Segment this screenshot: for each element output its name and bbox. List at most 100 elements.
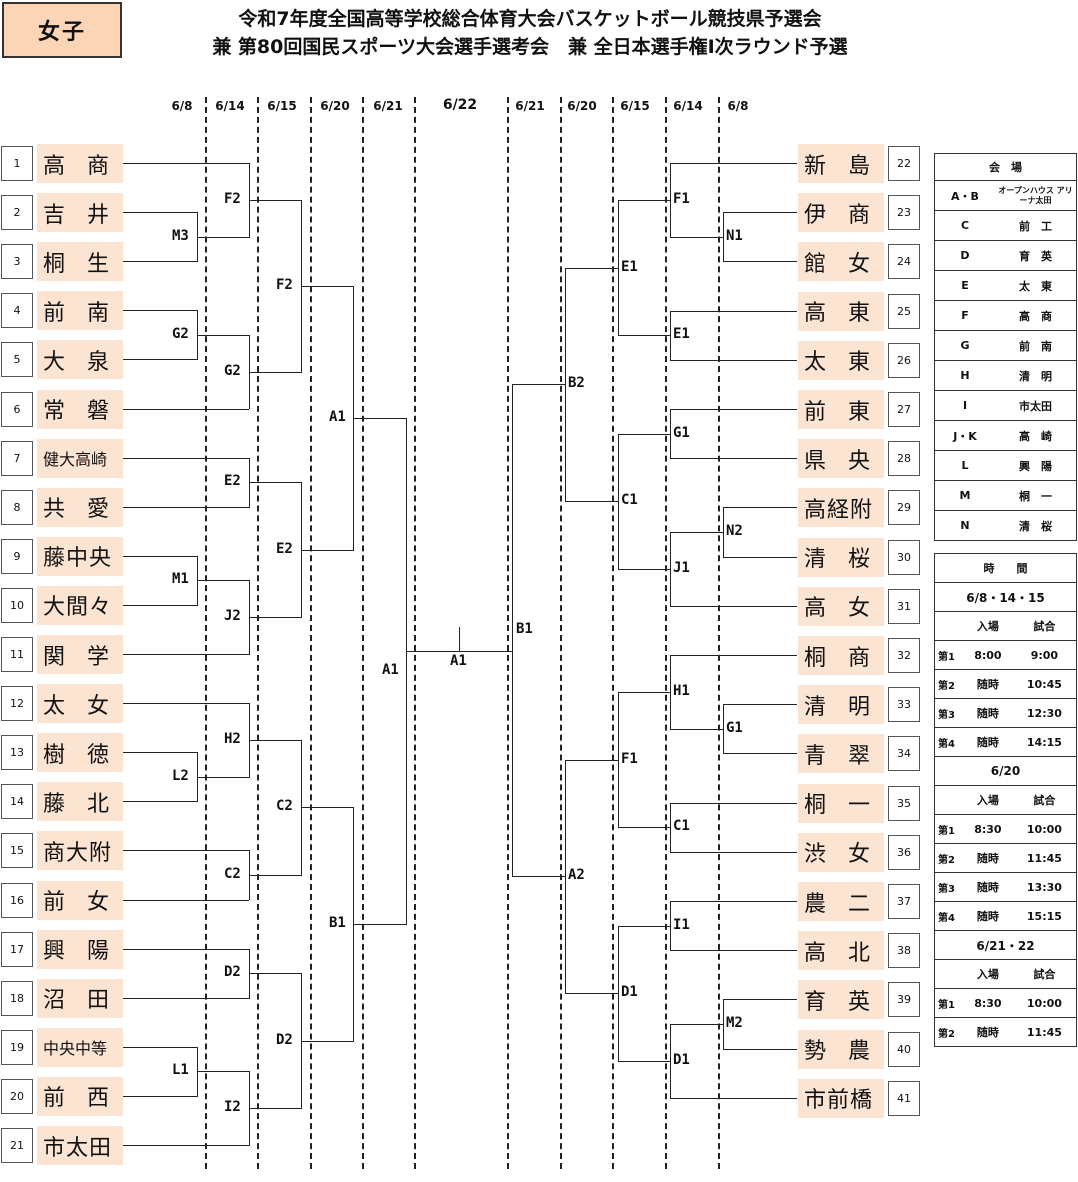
round-date: 6/20 <box>567 99 597 113</box>
entry-header: 入場 <box>963 959 1013 989</box>
team-name: 県 央 <box>798 439 884 479</box>
bracket-line <box>618 925 619 1062</box>
game-number: 第3 <box>934 872 963 902</box>
seed-number: 10 <box>1 587 33 623</box>
bracket-line <box>618 433 619 570</box>
match-label: B2 <box>568 375 585 392</box>
team-name: 高 東 <box>798 291 884 331</box>
venue-name: 太 東 <box>995 270 1077 301</box>
match-label: A1 <box>450 653 467 669</box>
bracket-line <box>123 163 249 164</box>
round-date: 6/21 <box>373 99 403 113</box>
match-label: B1 <box>516 621 533 638</box>
match-label: E2 <box>276 540 293 557</box>
round-divider <box>257 97 259 1169</box>
match-label: F2 <box>224 190 241 207</box>
seed-number: 40 <box>888 1031 920 1067</box>
bracket-line <box>249 973 301 975</box>
round-divider <box>612 97 614 1169</box>
bracket-line <box>301 285 353 287</box>
entry-time: 8:00 <box>963 640 1013 670</box>
bracket-line <box>670 409 671 460</box>
bracket-line <box>123 261 197 263</box>
match-label: C2 <box>224 865 241 882</box>
match-time: 11:45 <box>1012 843 1077 873</box>
round-divider <box>205 97 207 1169</box>
bracket-line <box>670 655 797 656</box>
round-divider <box>310 97 312 1169</box>
team-name: 大間々 <box>37 585 123 625</box>
bracket-line <box>123 801 197 803</box>
match-time: 10:45 <box>1012 669 1077 699</box>
game-number: 第1 <box>934 640 963 670</box>
team-name: 館 女 <box>798 242 884 282</box>
entry-time: 8:30 <box>963 814 1013 844</box>
bracket-line <box>459 627 460 652</box>
seed-number: 30 <box>888 539 920 575</box>
bracket-line <box>670 950 797 952</box>
bracket-line <box>565 759 566 995</box>
bracket-line <box>123 359 197 361</box>
match-label: A1 <box>382 661 399 678</box>
match-label: G2 <box>172 325 189 342</box>
venue-key: G <box>934 330 995 361</box>
seed-number: 9 <box>1 538 33 574</box>
bracket-line <box>670 409 797 410</box>
match-label: D2 <box>276 1031 293 1048</box>
team-name: 前 東 <box>798 390 884 429</box>
bracket-line <box>123 555 197 557</box>
bracket-line <box>123 212 197 214</box>
bracket-line <box>618 335 670 337</box>
match-time: 9:00 <box>1012 640 1077 670</box>
bracket-line <box>123 654 249 655</box>
seed-number: 22 <box>888 146 920 181</box>
seed-number: 38 <box>888 933 920 969</box>
seed-number: 29 <box>888 490 920 526</box>
seed-number: 18 <box>1 980 33 1016</box>
bracket-line <box>618 568 670 570</box>
bracket-line <box>723 704 797 706</box>
seed-number: 19 <box>1 1029 33 1065</box>
entry-time: 随時 <box>963 872 1013 902</box>
venue-key: A・B <box>934 180 995 211</box>
bracket-line <box>123 457 249 459</box>
match-label: G2 <box>224 362 241 379</box>
bracket-line <box>723 704 724 755</box>
bracket-line <box>670 458 797 460</box>
team-name: 清 桜 <box>798 537 884 577</box>
venue-name: オープンハウス アリーナ太田 <box>995 180 1077 211</box>
round-divider <box>414 97 416 1169</box>
bracket-line <box>670 728 723 730</box>
round-date: 6/14 <box>673 99 703 113</box>
match-label: H2 <box>224 730 241 747</box>
bracket-line <box>670 901 797 902</box>
match-label: E1 <box>621 258 638 275</box>
bracket-line <box>670 163 671 238</box>
bracket-line <box>670 1024 723 1025</box>
match-label: B1 <box>329 915 346 932</box>
entry-time: 随時 <box>963 901 1013 931</box>
match-label: J2 <box>224 608 241 625</box>
team-name: 高 北 <box>798 931 884 971</box>
team-name: 桐 生 <box>37 242 123 282</box>
match-label: F2 <box>276 276 293 293</box>
venue-key: I <box>934 390 995 421</box>
seed-number: 39 <box>888 982 920 1018</box>
seed-number: 6 <box>1 391 33 427</box>
seed-number: 7 <box>1 440 33 476</box>
match-label: F1 <box>673 190 690 207</box>
team-name: 太 東 <box>798 340 884 380</box>
match-label: D2 <box>224 964 241 981</box>
match-label: M2 <box>726 1015 743 1031</box>
bracket-line <box>670 359 797 361</box>
schedule-period: 6/20 <box>934 756 1077 786</box>
bracket-line <box>512 384 513 878</box>
seed-number: 12 <box>1 686 33 722</box>
bracket-line <box>670 802 671 853</box>
bracket-line <box>723 261 797 263</box>
